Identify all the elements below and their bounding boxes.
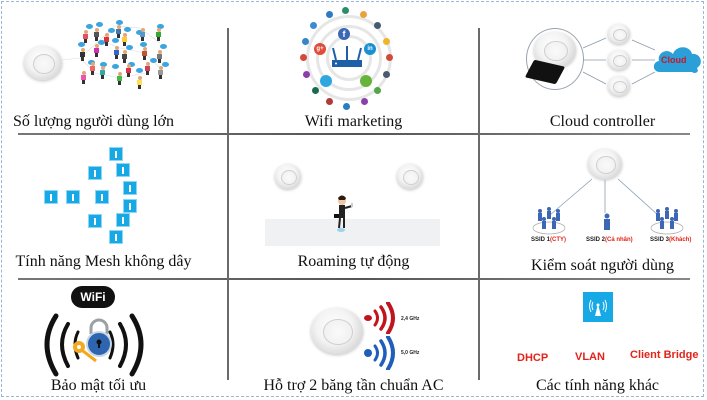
access-point-3 (608, 76, 630, 96)
row-divider-1 (18, 133, 690, 135)
social-wifi-diagram: f in g+ (294, 5, 404, 111)
controller-circle (526, 28, 584, 90)
twitter-icon (320, 75, 332, 87)
ssid-label-3: SSID 3(Khách) (650, 237, 692, 243)
connection-arrows (582, 37, 656, 85)
row-divider-2 (18, 278, 690, 280)
google-plus-icon: g+ (314, 43, 326, 55)
feature-caption: Bảo mật tối ưu (50, 377, 147, 394)
cloud-label: Cloud (661, 55, 687, 65)
access-point-image (311, 308, 363, 354)
band-24-label: 2,4 GHz (401, 316, 420, 322)
linkedin-icon: in (364, 43, 376, 55)
access-point-image (24, 46, 62, 80)
feature-client-bridge: Client Bridge (630, 349, 699, 361)
floor-strip (265, 219, 440, 246)
feature-caption: Các tính năng khác (535, 377, 660, 394)
col-divider-2 (478, 28, 480, 380)
cloud-icon (653, 47, 701, 73)
access-point-right (397, 164, 423, 189)
key-icon (73, 341, 97, 363)
access-point-left (275, 164, 301, 189)
access-point-2 (608, 50, 630, 70)
feature-cell-user-control: SSID 1(CTY) SSID 2(Cá nhân) SSID 3(Khách… (480, 135, 705, 278)
feature-cell-wifi-marketing: f in g+ Wifi marketing (229, 0, 478, 133)
access-point-1 (608, 24, 630, 44)
col-divider-1 (227, 28, 229, 380)
feature-cell-mesh: Tính năng Mesh không dây (0, 135, 227, 278)
feature-cell-users: Số lượng người dùng lớn (0, 0, 227, 133)
ssid-label-1: SSID 1(CTY) (531, 237, 567, 243)
feature-cell-cloud-controller: Cloud Cloud controller (480, 0, 705, 133)
band-50-signal-icon (364, 336, 395, 370)
router-icon (332, 46, 362, 67)
gateway-node (44, 190, 58, 204)
band-24-signal-icon (364, 302, 395, 334)
feature-cell-roaming: Roaming tự động (229, 135, 478, 278)
access-point-image (588, 149, 622, 179)
ssid-label-2: SSID 2(Cá nhân) (586, 237, 633, 243)
wifi-logo: WiFi (71, 286, 115, 308)
feature-caption: Số lượng người dùng lớn (13, 113, 174, 130)
feature-cell-security: WiFi Bảo mật tối ưu (0, 280, 227, 398)
email-icon (360, 75, 372, 87)
band-50-label: 5,0 GHz (401, 350, 420, 356)
feature-caption: Hỗ trợ 2 băng tần chuẩn AC (263, 377, 444, 394)
feature-dhcp: DHCP (517, 352, 549, 364)
feature-caption: Cloud controller (549, 113, 656, 130)
feature-caption: Roaming tự động (297, 253, 410, 270)
feature-caption: Kiểm soát người dùng (531, 257, 674, 274)
feature-vlan: VLAN (575, 351, 605, 363)
walking-person-icon (334, 195, 353, 232)
feature-cell-dual-band: 2,4 GHz 5,0 GHz Hỗ trợ 2 băng tần chuẩn … (229, 280, 478, 398)
ssid-links (549, 178, 659, 216)
access-point-tile-icon (583, 292, 613, 322)
user-group-1-icon (532, 207, 566, 235)
feature-caption: Wifi marketing (304, 113, 403, 130)
feature-caption: Tính năng Mesh không dây (15, 253, 192, 270)
padlock-icon (86, 318, 112, 357)
feature-cell-other-features: DHCP VLAN Client Bridge Các tính năng kh… (480, 280, 705, 398)
facebook-icon: f (338, 28, 350, 40)
single-user-icon (604, 213, 610, 230)
user-group-3-icon (650, 207, 684, 235)
